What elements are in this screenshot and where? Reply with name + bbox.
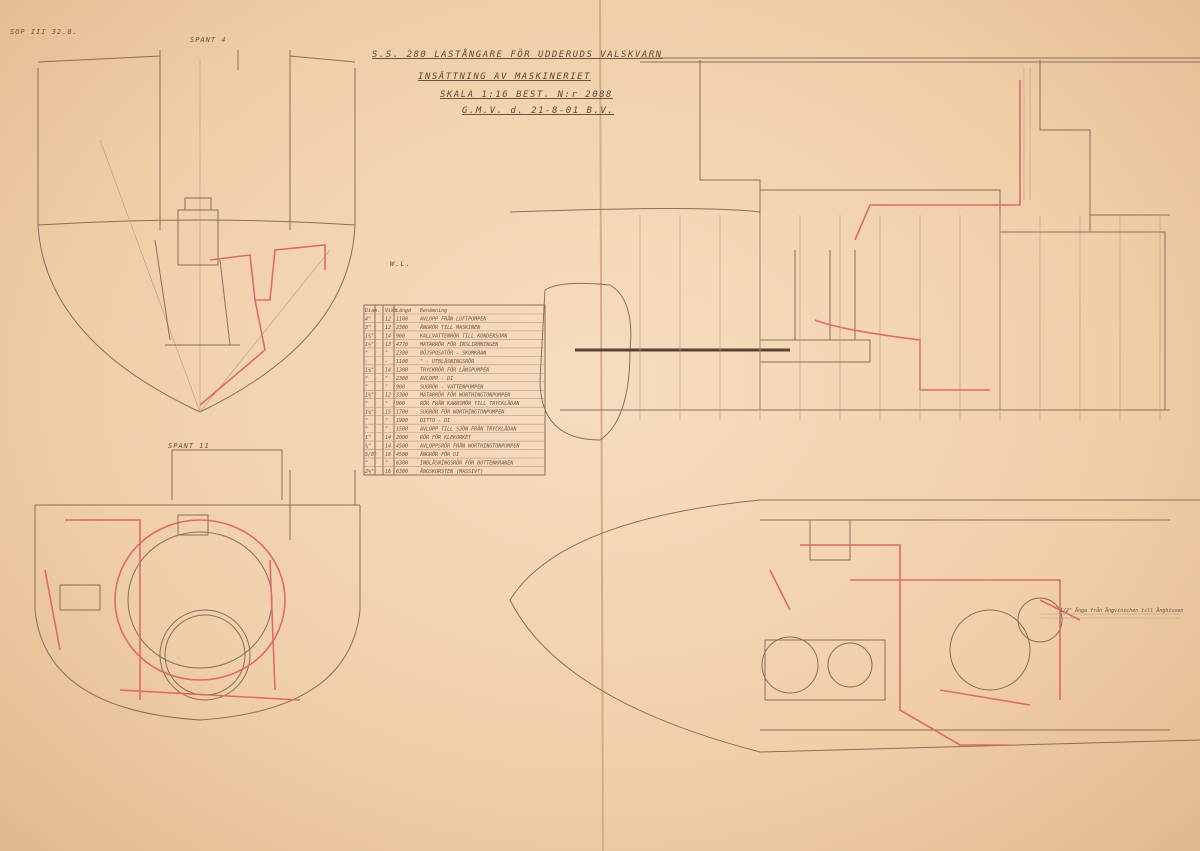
table-cell: ÅNGRÖR TILL MASKINEN [419,324,481,331]
table-cell: 2300 [396,350,408,356]
section-spant-11: SPANT 11 [34,442,361,721]
table-cell: 900 [396,401,405,407]
corner-label: SOP III 32.0. [10,28,78,36]
table-cell: 3300 [395,393,408,399]
table-cell: 2300 [396,325,408,331]
table-cell: " [365,418,368,424]
table-cell: " [365,427,368,433]
table-cell: 1100 [396,359,408,365]
pipe-note-label: 1/2" Ånga från Ångvinschen till Ånghisse… [1060,607,1183,614]
table-cell: 900 [396,384,405,390]
section-spant-4: SPANT 4 [37,36,356,413]
table-cell: 14 [385,435,391,441]
table-cell: " [385,427,388,433]
table-cell: DITTO - DI [419,418,450,424]
table-cell: 12 [385,325,391,331]
table-cell: INBLÅSNINGSRÖR FÖR BOTTENKRANEN [420,460,514,467]
table-cell: 4500 [396,452,408,458]
table-cell: 1¼" [365,367,374,373]
table-cell: 4500 [396,444,408,450]
table-cell: " - UTBLÅSNINGSRÖR [420,358,474,365]
table-cell: RÖR FRÅN KARNSMÖR TILL TRYCKLÅDAN [420,400,520,407]
elevation-view [509,57,1200,441]
table-header-name: Benämning [420,308,447,314]
table-cell: KALLVATTENRÖR TILL KONDENSORN [419,332,508,339]
table-cell: " [385,418,388,424]
table-cell: AVLOPPSRÖR FRÅN WORTHINGTONPUMPEN [419,443,520,450]
table-cell: " [365,384,368,390]
table-cell: 12 [385,316,391,322]
title-block: S.S. 280 LASTÅNGARE FÖR UDDERUDS VALSKVA… [372,48,663,268]
table-cell: 3" [364,325,371,331]
table-cell: " [385,350,388,356]
table-cell: 14 [385,333,391,339]
table-cell: " [385,376,388,382]
table-cell: 15 [385,410,391,416]
table-cell: " [365,401,368,407]
table-cell: ¾" [365,444,371,450]
title-line1: S.S. 280 LASTÅNGARE FÖR UDDERUDS VALSKVA… [372,48,663,60]
table-cell: 2½" [365,468,374,475]
table-header-vikt: Vikt [385,308,397,314]
table-cell: " [365,376,368,382]
table-header-diam: Diam. [364,308,380,314]
table-cell: 1¾" [365,333,374,339]
table-cell: AVLOPP - DI [419,376,453,382]
table-cell: BÖJSPOSATÖR - SKUMKRAN [420,349,487,356]
table-cell: 14 [385,444,391,450]
table-cell: 1½" [365,392,374,399]
table-cell: 1300 [396,367,408,373]
table-cell: MATARRÖR FÖR WORTHINGTONPUMPEN [419,392,511,399]
table-cell: 16 [385,469,391,475]
table-cell: TRYCKRÖR FÖR LÄNSPUMPEN [420,366,490,373]
table-cell: 2000 [396,435,408,441]
title-line4: G.M.V. d. 21-8-01 B.V. [462,106,614,116]
table-cell: 6300 [396,461,408,467]
table-cell: AVLOPP FRÅN LUFTPUMPEN [419,315,487,322]
table-cell: 1500 [396,427,408,433]
table-cell: 1900 [396,418,408,424]
table-cell: 1½" [365,341,374,348]
table-cell: 1700 [396,410,408,416]
table-cell: - [365,359,368,365]
table-cell: SUGRÖR - VATTENPUMPEN [420,383,484,390]
table-cell: 4" [365,316,371,322]
table-cell: MATARRÖR FÖR INSLIRMNINGEN [419,341,499,348]
plan-view: 1/2" Ånga från Ångvinschen till Ånghisse… [509,499,1200,753]
table-cell: 12 [385,393,391,399]
table-cell: 14 [385,367,391,373]
table-cell: " [365,350,368,356]
title-line2: INSÄTTNING AV MASKINERIET [418,71,591,82]
title-line3: SKALA 1:16 BEST. N:r 2088 [440,90,613,100]
spant-top-label: SPANT 4 [190,36,227,44]
table-cell: ÅNGSKORSTEN (MASSIVT) [419,468,483,475]
table-cell: 6300 [396,469,408,475]
table-cell: 5/8" [365,452,377,458]
table-cell: " [365,461,368,467]
table-cell: 13 [385,342,391,348]
table-cell: 4770 [396,342,408,348]
table-cell: SUGRÖR FÖR WORTHINGTONPUMPEN [420,409,505,416]
table-cell: - [385,359,388,365]
table-cell: RÖR FÖR KLEKORKET [420,434,472,441]
table-cell: 1" [365,435,371,441]
fold-line [599,0,604,851]
table-cell: " [385,401,388,407]
table-cell: " [385,461,388,467]
spant-bottom-label: SPANT 11 [168,442,210,450]
table-cell: 900 [396,333,405,339]
table-cell: 2300 [396,376,408,382]
table-cell: ÅNGRÖR FÖR DI [419,451,459,458]
table-cell: " [385,384,388,390]
table-cell: AVLOPP TILL SJÖN FRÅN TRYCKLÅDAN [419,426,517,433]
table-cell: 18 [385,452,391,458]
table-cell: 1100 [396,316,408,322]
table-cell: 1¼" [365,410,374,416]
wl-label: W.L. [390,260,411,268]
table-header-langd: Längd [396,308,412,314]
